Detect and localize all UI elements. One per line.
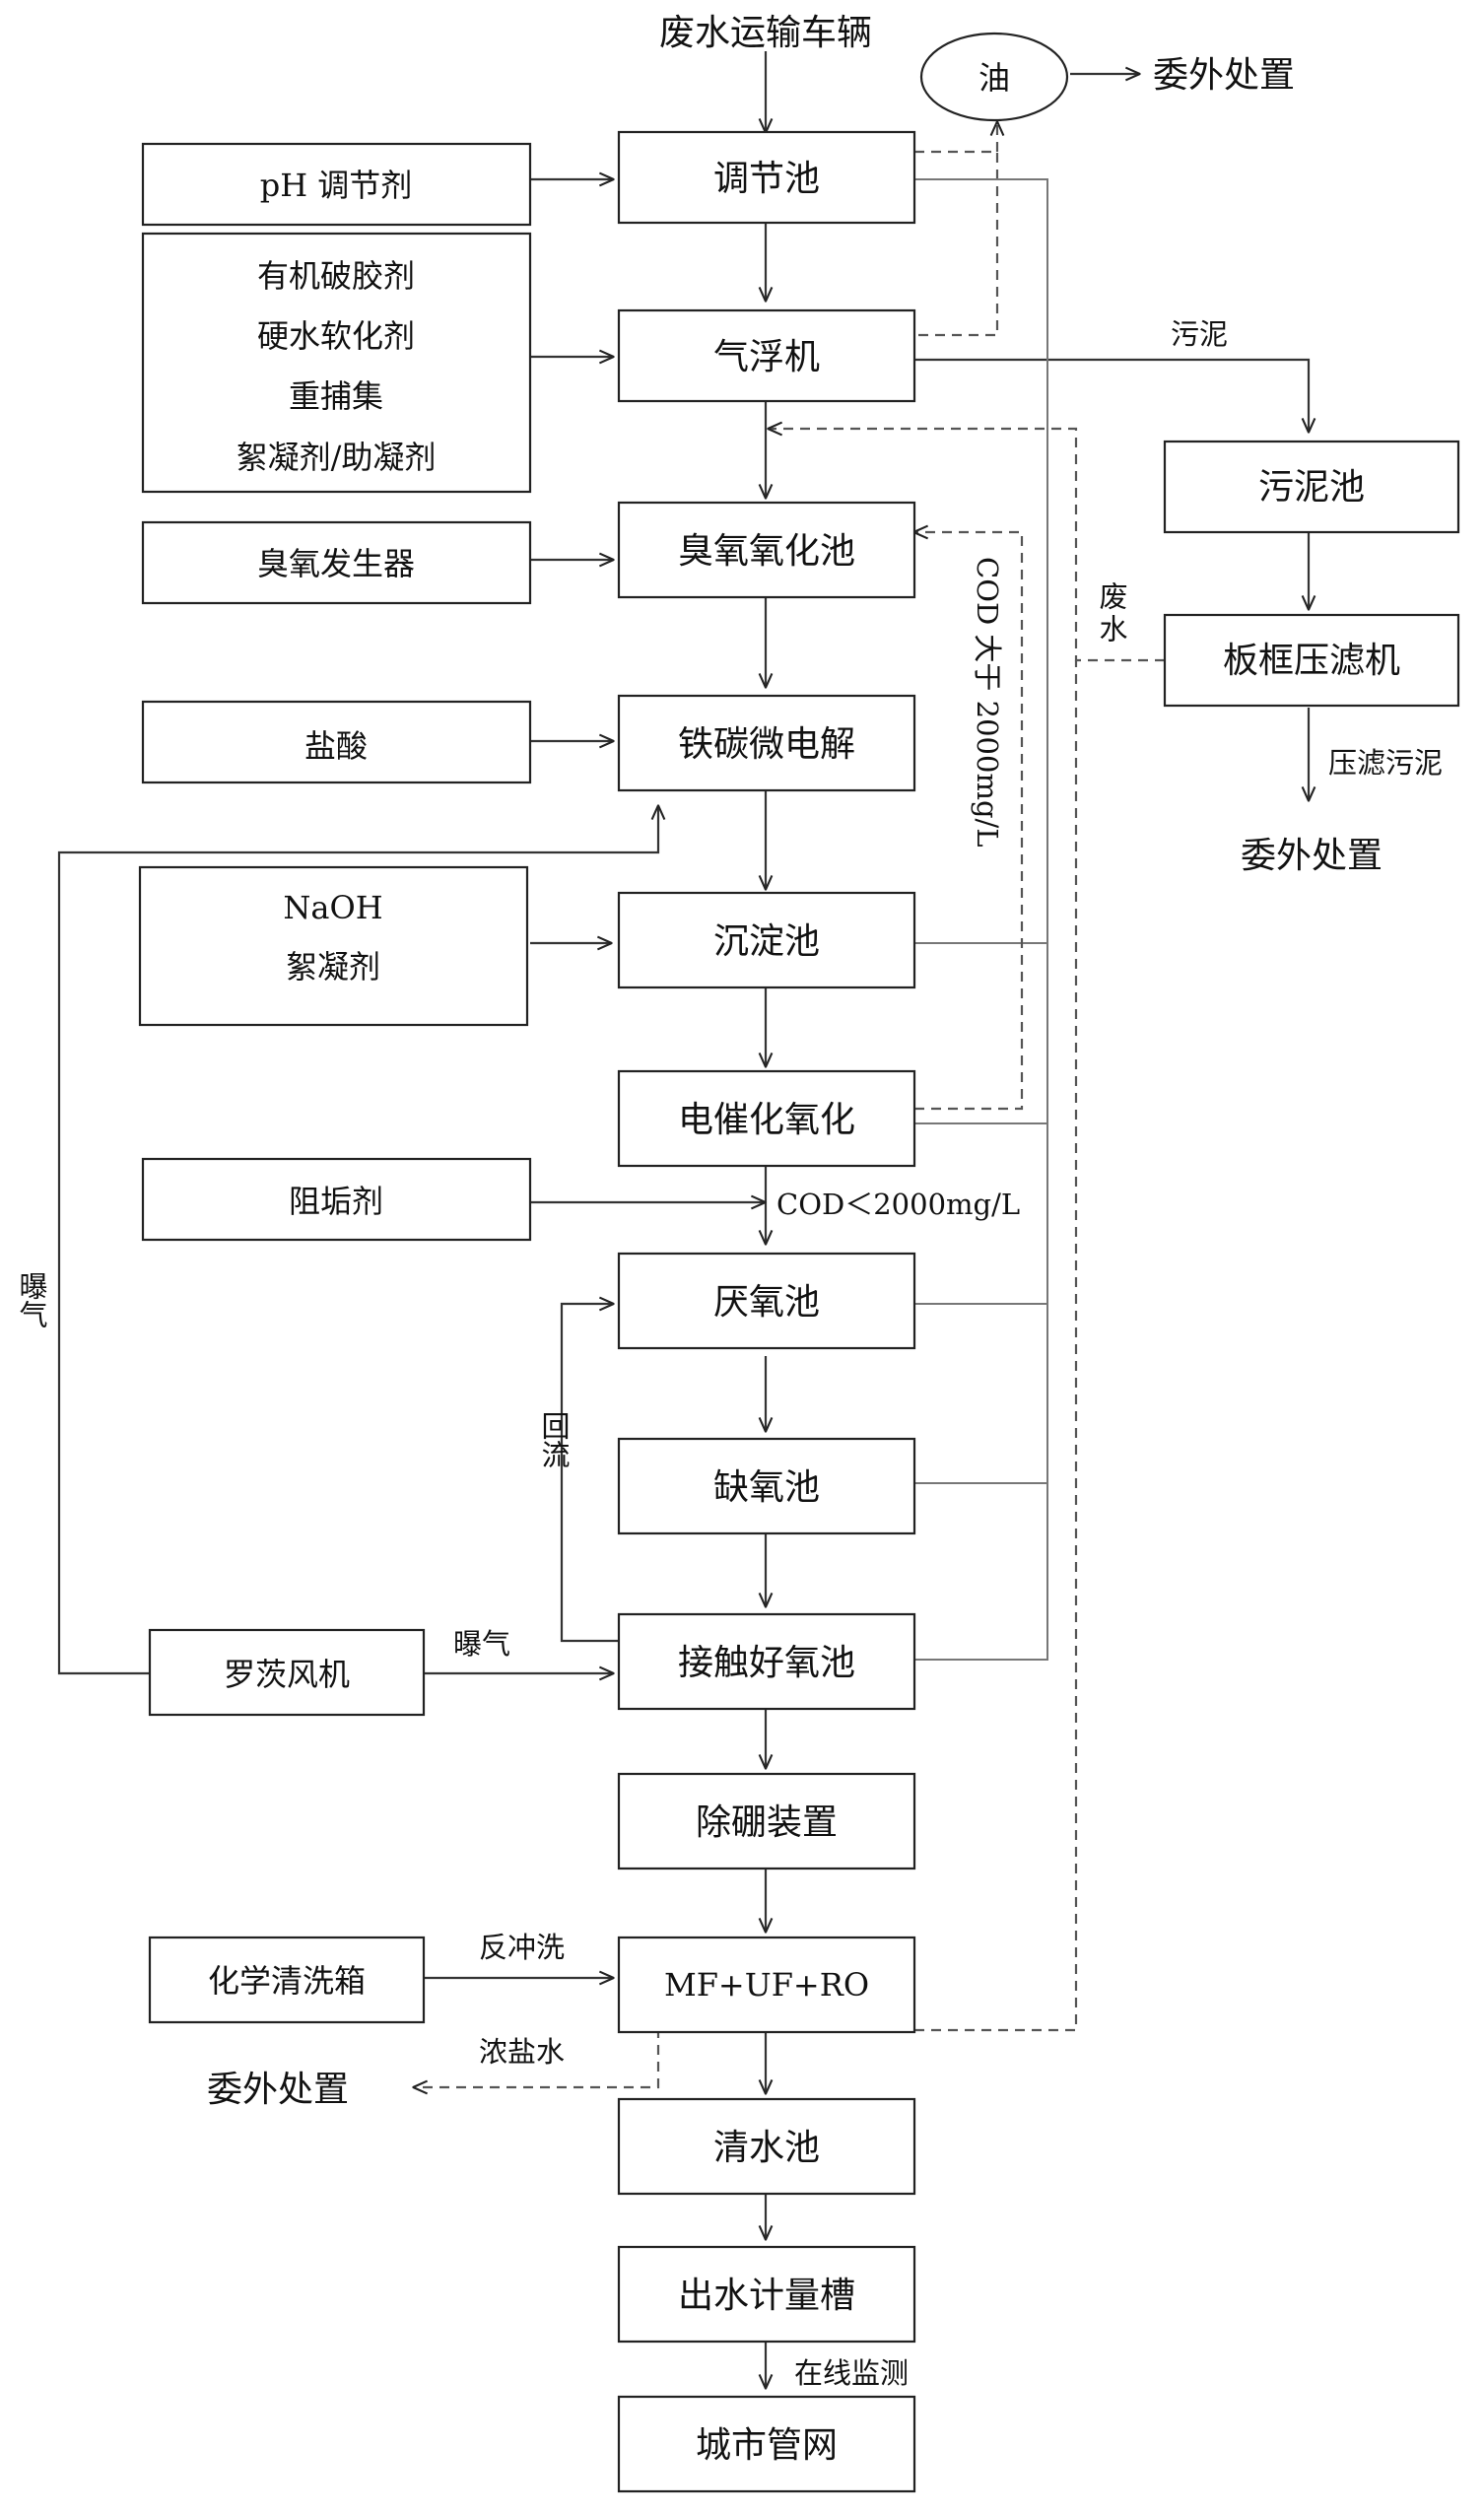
city-pipe-network: 城市管网 (696, 2425, 838, 2466)
sludge-disposal-label: 委外处置 (1241, 836, 1383, 876)
chemical-cleaning-tank: 化学清洗箱 (208, 1962, 366, 2000)
oil-dashed-line (914, 122, 997, 337)
membrane-unit: MF+UF+RO (664, 1966, 869, 2004)
roots-blower: 罗茨风机 (224, 1656, 350, 1693)
boron-removal-unit: 除硼装置 (696, 1802, 838, 1843)
cod-high-label: COD 大于 2000mg/L (971, 557, 1004, 848)
press-sludge-label: 压滤污泥 (1328, 746, 1443, 780)
flocculant-label: 絮凝剂 (286, 948, 380, 986)
ph-adjuster: pH 调节剂 (260, 167, 413, 204)
reflux-line (560, 1304, 619, 1643)
reflux-label: 回流 (537, 1411, 571, 1468)
anoxic-tank: 缺氧池 (713, 1467, 820, 1508)
anaerobic-tank: 厌氧池 (713, 1282, 820, 1323)
flotation-agent-4: 絮凝剂/助凝剂 (236, 439, 437, 476)
sludge-label: 污泥 (1171, 317, 1228, 351)
regulating-tank: 调节池 (713, 159, 820, 199)
ozone-oxidation-tank: 臭氧氧化池 (678, 531, 855, 572)
antiscalant: 阻垢剂 (289, 1183, 383, 1220)
oil-label: 油 (978, 59, 1010, 97)
aeration-side-label: 曝气 (15, 1271, 48, 1328)
sludge-boxes (1163, 440, 1460, 708)
flotation-agent-3: 重捕集 (289, 377, 383, 415)
filtrate-return-line (769, 429, 1165, 662)
cod-high-return-line (914, 532, 1024, 1111)
brine-label: 浓盐水 (479, 2035, 565, 2069)
online-monitoring-label: 在线监测 (794, 2356, 909, 2390)
oil-node (919, 32, 1069, 122)
outflow-metering-tank: 出水计量槽 (678, 2276, 855, 2316)
plate-frame-filter-press: 板框压滤机 (1223, 641, 1400, 681)
aeration-line (57, 806, 658, 1675)
air-flotation-machine: 气浮机 (713, 337, 820, 377)
sludge-line (914, 358, 1309, 432)
oil-disposal-label: 委外处置 (1153, 55, 1295, 96)
reagent-boxes (138, 142, 532, 2024)
sludge-collection-line (914, 178, 1048, 1661)
clear-water-tank: 清水池 (713, 2128, 820, 2168)
reagent-arrows (424, 179, 765, 1978)
backwash-label: 反冲洗 (479, 1931, 565, 1964)
ozone-generator: 臭氧发生器 (257, 545, 415, 582)
wastewater-label: 废水 (1095, 581, 1128, 646)
contact-aerobic-tank: 接触好氧池 (678, 1643, 855, 1683)
source-title: 废水运输车辆 (659, 13, 872, 53)
brine-disposal-label: 委外处置 (207, 2070, 349, 2110)
naoh-label: NaOH (283, 889, 382, 926)
flotation-agent-2: 硬水软化剂 (257, 317, 415, 355)
electro-catalytic-oxidation: 电催化氧化 (678, 1100, 855, 1140)
fe-c-micro-electrolysis: 铁碳微电解 (678, 724, 855, 765)
cod-low-label: COD＜2000mg/L (776, 1188, 1020, 1221)
sludge-tank: 污泥池 (1258, 467, 1365, 508)
sedimentation-tank: 沉淀池 (713, 921, 820, 962)
brine-line (414, 2028, 660, 2087)
flotation-agent-1: 有机破胶剂 (257, 257, 415, 295)
hydrochloric-acid: 盐酸 (304, 727, 368, 765)
ro-return-line (914, 660, 1078, 2032)
aeration-label: 曝气 (453, 1627, 510, 1661)
process-boxes (617, 130, 916, 2493)
